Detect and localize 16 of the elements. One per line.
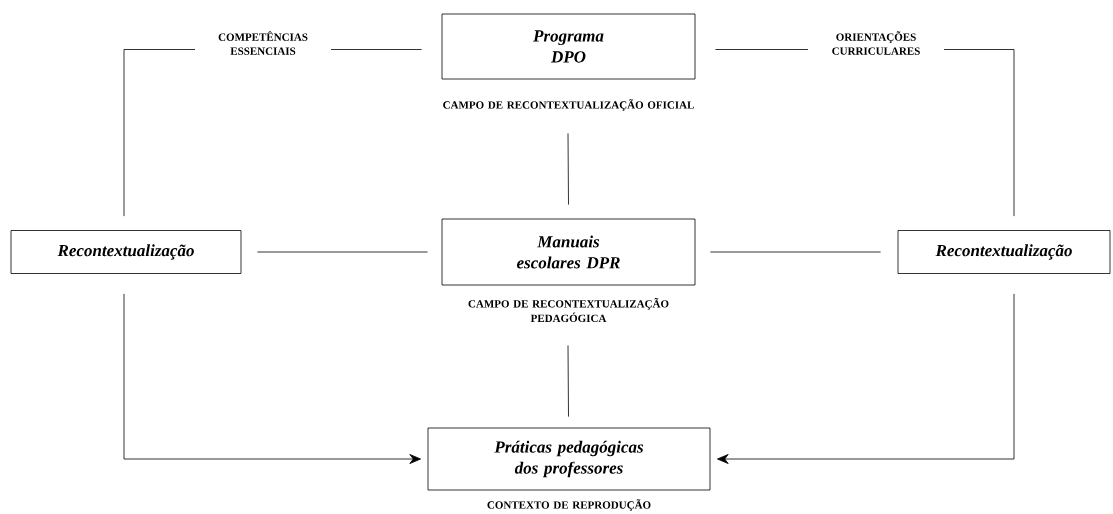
field-caption: CAMPO DE RECONTEXTUALIZAÇÃO PEDAGÓGICA bbox=[468, 298, 669, 323]
edge-label: COMPETÊNCIAS ESSENCIAIS bbox=[218, 31, 308, 55]
connector-line bbox=[717, 293, 1015, 464]
connector-line bbox=[710, 251, 881, 253]
connector-line bbox=[567, 133, 569, 205]
connector-line bbox=[123, 293, 421, 464]
edge-label: ORIENTAÇÕES CURRICULARES bbox=[832, 31, 920, 55]
process-box: Programa DPO bbox=[441, 13, 696, 80]
process-box: Recontextualização bbox=[897, 230, 1111, 274]
connector-line bbox=[567, 345, 569, 417]
process-box: Manuais escolares DPR bbox=[441, 218, 696, 286]
field-caption: CAMPO DE RECONTEXTUALIZAÇÃO OFICIAL bbox=[443, 99, 694, 111]
process-box: Práticas pedagógicas dos professores bbox=[427, 427, 711, 491]
process-box: Recontextualização bbox=[10, 230, 242, 274]
connector-line bbox=[257, 251, 428, 253]
field-caption: CONTEXTO DE REPRODUÇÃO bbox=[487, 499, 651, 511]
